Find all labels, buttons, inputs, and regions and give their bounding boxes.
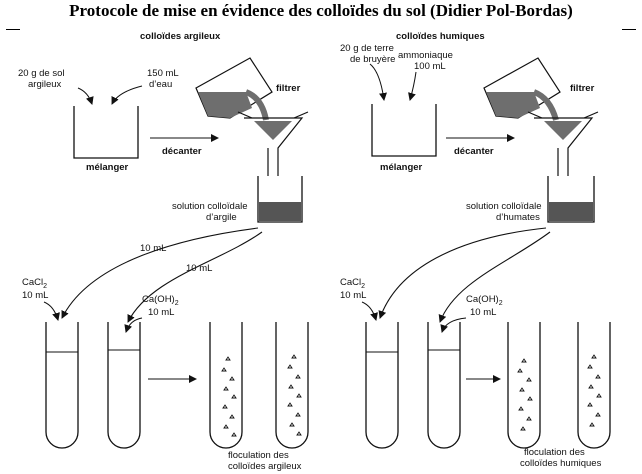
arrow-solid-r <box>369 63 387 101</box>
filter-funnel <box>237 111 309 176</box>
liquid-label-line2-r: 100 mL <box>414 61 446 72</box>
reagent1-volume: 10 mL <box>22 290 48 301</box>
solid-label-line2: argileux <box>28 79 62 90</box>
arrow-solid <box>77 87 94 105</box>
arrow-reagent1-r <box>361 301 378 321</box>
arrow-to-tube2 <box>127 231 263 323</box>
reagent2-label-r: Ca(OH)2 <box>466 294 503 307</box>
arrow-to-tube1 <box>61 227 259 319</box>
decant-label-r: décanter <box>454 146 494 157</box>
solid-label-line1-r: 20 g de terre <box>340 43 394 54</box>
pouring-beaker-r <box>483 57 561 121</box>
reagent1-label: CaCl2 <box>22 277 47 290</box>
solid-label-line1: 20 g de sol <box>18 68 64 79</box>
panel-humiques: colloïdes humiques 20 g de terre de bruy… <box>340 31 611 469</box>
arrow-water <box>111 85 143 105</box>
result-tube-2 <box>275 322 309 449</box>
test-tube-2 <box>107 322 141 449</box>
pouring-beaker <box>195 57 273 121</box>
solution-label-line2-r: d’humates <box>496 212 540 223</box>
solution-label-line1-r: solution colloïdale <box>466 201 542 212</box>
reagent2-label: Ca(OH)2 <box>142 294 179 307</box>
arrow-reagent1 <box>43 301 60 321</box>
filter-funnel-r <box>527 111 599 176</box>
reagent1-label-r: CaCl2 <box>340 277 365 290</box>
arrow-to-tube2-r <box>438 231 551 323</box>
solution-label-line2: d’argile <box>206 212 237 223</box>
arrow-reagent2 <box>124 317 143 333</box>
test-tube-1-r <box>365 322 399 449</box>
result-label-line2-r: colloïdes humiques <box>520 458 602 469</box>
filter-label-r: filtrer <box>570 83 595 94</box>
collection-beaker-r <box>547 176 595 223</box>
liquid-label-line1-r: ammoniaque <box>398 50 453 61</box>
solution-label-line1: solution colloïdale <box>172 201 248 212</box>
beaker-mix-r <box>371 104 437 157</box>
title-rule-right <box>622 29 636 30</box>
mix-label-r: mélanger <box>380 162 423 173</box>
volume-label-b: 10 mL <box>186 263 212 274</box>
water-label-line2: d’eau <box>149 79 172 90</box>
decant-label: décanter <box>162 146 202 157</box>
heading-humiques: colloïdes humiques <box>396 31 485 42</box>
test-tube-2-r <box>427 322 461 449</box>
filter-label: filtrer <box>276 83 301 94</box>
arrow-to-tube1-r <box>378 227 547 319</box>
water-label-line1: 150 mL <box>147 68 179 79</box>
mix-label: mélanger <box>86 162 129 173</box>
reagent2-volume-r: 10 mL <box>470 307 496 318</box>
test-tube-1 <box>45 322 79 449</box>
result-tube-2-r <box>577 322 611 449</box>
result-label-line2: colloïdes argileux <box>228 461 302 472</box>
solid-label-line2-r: de bruyère <box>350 54 395 65</box>
result-label-line1: floculation des <box>228 450 289 461</box>
result-tube-1-r <box>507 322 541 449</box>
volume-label-a: 10 mL <box>140 243 166 254</box>
reagent2-volume: 10 mL <box>148 307 174 318</box>
result-label-line1-r: floculation des <box>524 447 585 458</box>
result-tube-1 <box>209 322 243 449</box>
arrow-reagent2-r <box>440 317 467 333</box>
collection-beaker <box>257 176 303 223</box>
beaker-mix <box>73 106 139 159</box>
page-title: Protocole de mise en évidence des colloï… <box>69 1 573 20</box>
arrow-liquid-r <box>408 71 417 101</box>
reagent1-volume-r: 10 mL <box>340 290 366 301</box>
heading-argileux: colloïdes argileux <box>140 31 221 42</box>
panel-argileux: colloïdes argileux 20 g de sol argileux … <box>18 31 309 472</box>
title-rule-left <box>6 29 20 30</box>
